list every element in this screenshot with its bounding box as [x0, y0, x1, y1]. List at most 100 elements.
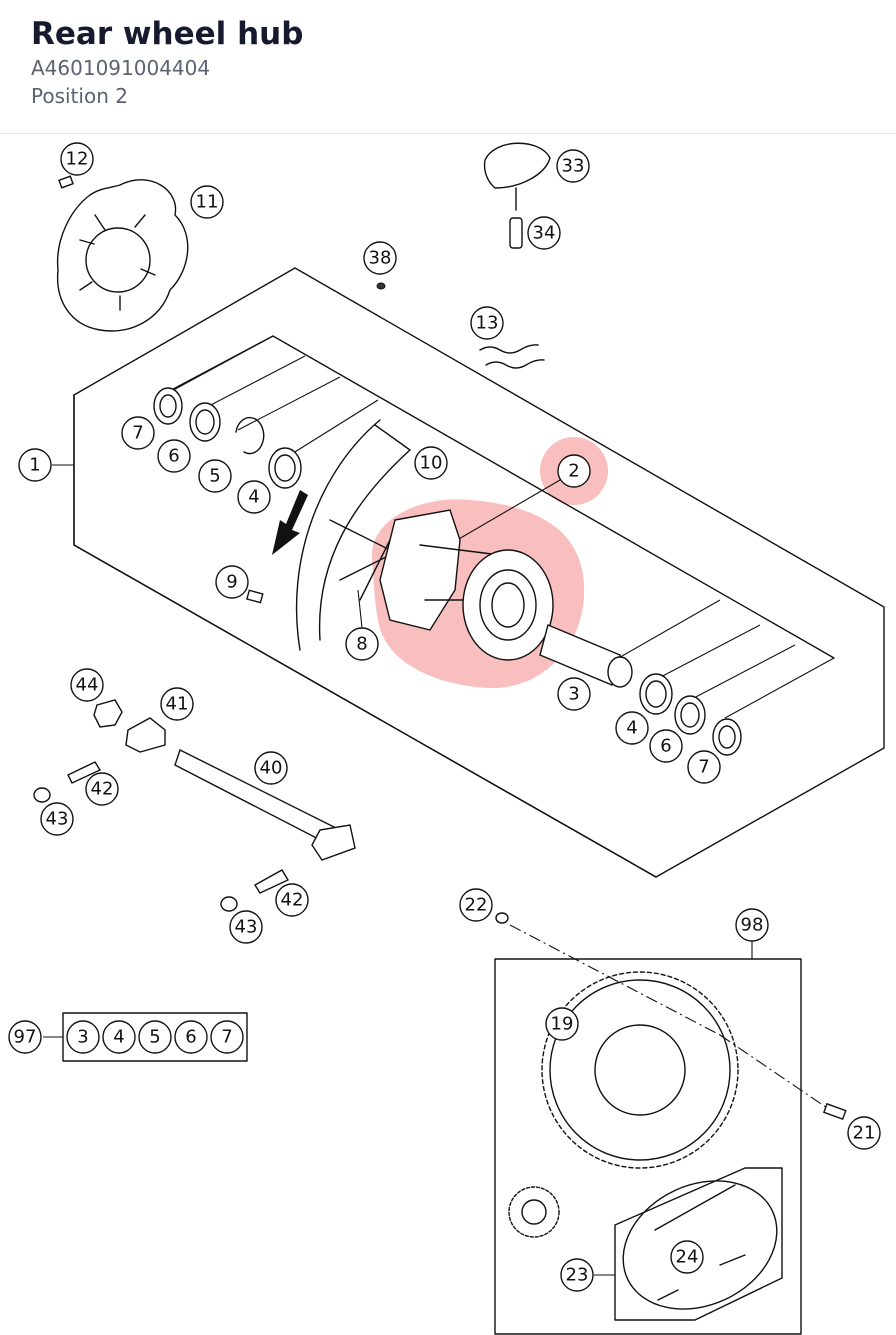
valve-9-part [246, 589, 264, 604]
svg-text:8: 8 [356, 634, 367, 655]
svg-text:21: 21 [853, 1123, 876, 1144]
callout-19[interactable]: 19 [545, 1007, 579, 1041]
svg-text:5: 5 [209, 466, 220, 487]
callout-8[interactable]: 8 [345, 627, 379, 661]
callout-4-left[interactable]: 4 [237, 480, 271, 514]
callout-2[interactable]: 2 [557, 454, 591, 488]
callout-44[interactable]: 44 [70, 668, 104, 702]
callout-6-left[interactable]: 6 [157, 439, 191, 473]
sprocket-kit-frame [494, 958, 802, 1335]
svg-text:2: 2 [568, 461, 579, 482]
spacer-3-part [539, 624, 633, 688]
bolt-21-part [822, 1102, 847, 1121]
direction-arrow-icon [272, 490, 308, 555]
part-13 [479, 344, 545, 369]
bolt-12-part [58, 175, 74, 189]
svg-text:97: 97 [14, 1027, 37, 1048]
callout-42-upper[interactable]: 42 [85, 772, 119, 806]
svg-text:44: 44 [76, 675, 99, 696]
chain-kit-frame [614, 1167, 783, 1321]
callout-9[interactable]: 9 [215, 565, 249, 599]
svg-text:7: 7 [698, 757, 709, 778]
svg-text:6: 6 [660, 736, 671, 757]
svg-text:1: 1 [29, 455, 40, 476]
callout-4-right[interactable]: 4 [615, 711, 649, 745]
callout-42-lower[interactable]: 42 [275, 883, 309, 917]
rim-part [295, 419, 411, 651]
front-sprocket-part [508, 1186, 560, 1238]
callout-11[interactable]: 11 [190, 185, 224, 219]
callout-97[interactable]: 97 [8, 1020, 42, 1054]
svg-text:43: 43 [235, 917, 258, 938]
callout-24[interactable]: 24 [670, 1240, 704, 1274]
brake-disc-part [56, 179, 189, 332]
callout-43-lower[interactable]: 43 [229, 910, 263, 944]
hub-part [379, 509, 554, 661]
svg-text:19: 19 [551, 1014, 574, 1035]
svg-text:4: 4 [626, 718, 637, 739]
callout-22[interactable]: 22 [459, 888, 493, 922]
svg-text:7: 7 [132, 423, 143, 444]
svg-text:4: 4 [248, 487, 259, 508]
left-bearing-set [153, 387, 302, 489]
kit-97-item-6[interactable]: 6 [174, 1020, 208, 1054]
kit-97-item-7[interactable]: 7 [210, 1020, 244, 1054]
callout-labels: 12 11 33 34 38 13 1 7 6 5 4 10 2 9 8 3 4… [8, 142, 881, 1292]
svg-text:13: 13 [476, 313, 499, 334]
callout-1[interactable]: 1 [18, 448, 52, 482]
kit-97-frame [62, 1012, 248, 1062]
svg-text:4: 4 [113, 1027, 124, 1048]
page-title: Rear wheel hub [31, 16, 304, 52]
callout-40[interactable]: 40 [254, 751, 288, 785]
part-33 [483, 142, 551, 211]
sprocket-part [541, 971, 739, 1169]
kit-97-item-4[interactable]: 4 [102, 1020, 136, 1054]
callout-98[interactable]: 98 [735, 908, 769, 942]
svg-text:42: 42 [281, 890, 304, 911]
leader-lines [43, 335, 835, 1276]
svg-text:24: 24 [676, 1247, 699, 1268]
callout-34[interactable]: 34 [527, 216, 561, 250]
callout-3[interactable]: 3 [557, 677, 591, 711]
right-bearing-set [639, 673, 742, 756]
svg-text:98: 98 [741, 915, 764, 936]
svg-text:38: 38 [369, 248, 392, 269]
axle-parts [33, 699, 356, 912]
svg-text:9: 9 [226, 572, 237, 593]
kit-97-item-3[interactable]: 3 [66, 1020, 100, 1054]
callout-23[interactable]: 23 [560, 1258, 594, 1292]
svg-text:6: 6 [168, 446, 179, 467]
kit-97-item-5[interactable]: 5 [138, 1020, 172, 1054]
svg-text:3: 3 [568, 684, 579, 705]
svg-text:6: 6 [185, 1027, 196, 1048]
svg-text:22: 22 [465, 895, 488, 916]
callout-21[interactable]: 21 [847, 1116, 881, 1150]
svg-text:42: 42 [91, 779, 114, 800]
svg-text:5: 5 [149, 1027, 160, 1048]
callout-7-right[interactable]: 7 [687, 750, 721, 784]
callout-5[interactable]: 5 [198, 459, 232, 493]
callout-10[interactable]: 10 [414, 446, 448, 480]
callout-38[interactable]: 38 [363, 241, 397, 275]
svg-text:34: 34 [533, 223, 556, 244]
nut-22-part [495, 912, 509, 924]
part-38 [376, 282, 386, 290]
svg-text:3: 3 [77, 1027, 88, 1048]
callout-7-left[interactable]: 7 [121, 416, 155, 450]
callout-43-upper[interactable]: 43 [40, 802, 74, 836]
svg-text:40: 40 [260, 758, 283, 779]
svg-text:10: 10 [420, 453, 443, 474]
svg-text:43: 43 [46, 809, 69, 830]
svg-text:7: 7 [221, 1027, 232, 1048]
callout-12[interactable]: 12 [60, 142, 94, 176]
diagram-header: Rear wheel hub A4601091004404 Position 2 [0, 0, 896, 134]
callout-41[interactable]: 41 [160, 687, 194, 721]
part-number: A4601091004404 [31, 56, 211, 80]
svg-text:41: 41 [166, 694, 189, 715]
callout-13[interactable]: 13 [470, 306, 504, 340]
callout-33[interactable]: 33 [556, 149, 590, 183]
callout-6-right[interactable]: 6 [649, 729, 683, 763]
svg-text:12: 12 [66, 149, 89, 170]
svg-text:23: 23 [566, 1265, 589, 1286]
